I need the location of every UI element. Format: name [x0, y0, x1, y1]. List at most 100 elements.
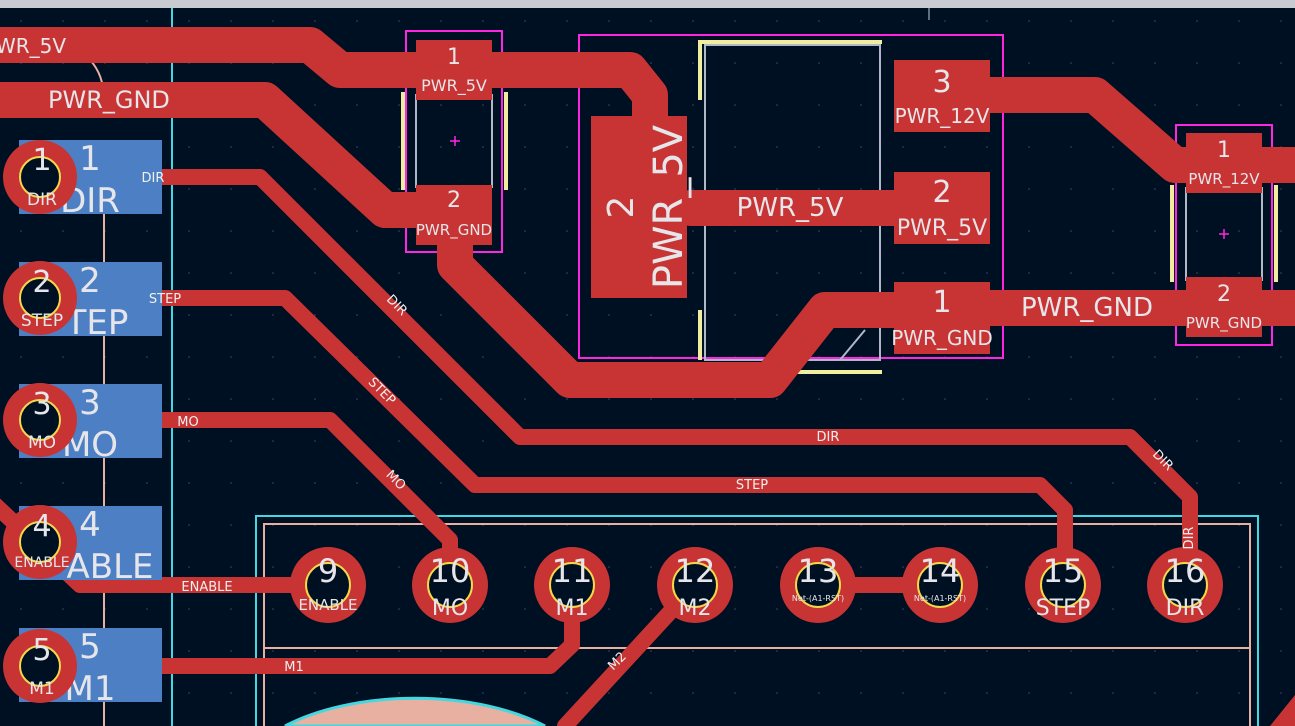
driver-pin-11-num: 11 [552, 552, 593, 590]
connector-pin-4-net: ENABLE [14, 555, 69, 571]
cap-left-pad-1[interactable] [416, 40, 492, 100]
connector-pin-4[interactable] [3, 505, 77, 579]
cap-left-pad-1-net: PWR_5V [421, 76, 487, 96]
driver-pin-9-num: 9 [318, 552, 338, 590]
driver-pin-15[interactable] [1025, 547, 1101, 623]
driver-pin-16-net: DIR [1166, 596, 1205, 621]
driver-pin-15-net: STEP [1036, 596, 1091, 621]
driver-pin-9[interactable] [290, 547, 366, 623]
driver-pin-16[interactable] [1147, 547, 1223, 623]
regulator-fab-chamfer [839, 329, 866, 361]
driver-edge-outline [255, 515, 1259, 726]
trace-step-label-1: STEP [149, 292, 181, 307]
regulator-pin1-num: 1 [932, 285, 951, 320]
connector-pin-5-num: 5 [32, 633, 51, 668]
regulator-pin1-net: PWR_GND [891, 326, 993, 350]
regulator-pin3-net: PWR_12V [895, 104, 990, 128]
driver-pin-14-net: Net-(A1-RST) [914, 594, 966, 603]
cap-left-pad-2-num: 2 [447, 188, 461, 213]
connector-pad-5-num: 5 [79, 627, 101, 667]
board-top-edge [0, 0, 1295, 8]
cap-right-pad-2-net: PWR_GND [1186, 314, 1262, 333]
corner-edge [1270, 695, 1295, 726]
cap-left-silk [401, 92, 508, 190]
trace-mo-label-1: MO [177, 415, 198, 430]
driver-pin-13-num: 13 [798, 552, 839, 590]
driver-pin-10-num: 10 [430, 552, 471, 590]
connector-pad-4-biglabel: ABLE [66, 547, 153, 587]
connector-pad-1-num: 1 [79, 139, 101, 179]
driver-pin-10[interactable] [412, 547, 488, 623]
cap-right-pad-1-num: 1 [1217, 138, 1231, 163]
driver-pin-12-num: 12 [675, 552, 716, 590]
driver-pin-14-num: 14 [920, 552, 961, 590]
regulator-pin3-pad[interactable] [894, 60, 990, 132]
cap-left-pad-1-num: 1 [447, 45, 461, 70]
connector-pin-1-net: DIR [27, 190, 57, 210]
driver-header-pads [290, 547, 1223, 623]
regulator-pin2-num: 2 [932, 175, 951, 210]
connector-pad-4-num: 4 [79, 505, 101, 545]
cap-right-pad-1-net: PWR_12V [1188, 170, 1260, 189]
cap-right-courtyard [1175, 124, 1273, 346]
trace-step-label-3: STEP [736, 478, 768, 493]
cap-right-pad-1[interactable] [1186, 133, 1262, 193]
connector-pin-2[interactable] [3, 261, 77, 335]
cap-anchors [450, 136, 1229, 239]
regulator-tab-pad[interactable] [591, 116, 687, 298]
trace-dir-label-3: DIR [817, 430, 840, 445]
trace-pwr-gnd-loop[interactable] [437, 212, 958, 398]
regulator-pin2-net: PWR_5V [897, 216, 987, 241]
regulator-silk-bottom [698, 310, 882, 374]
trace-dir-label-1: DIR [142, 171, 165, 186]
connector-pin-1[interactable] [3, 140, 77, 214]
connector-pin-4-num: 4 [32, 509, 51, 544]
regulator-tab-net: PWR_5V [646, 124, 692, 289]
connector-pad-3-num: 3 [79, 383, 101, 423]
connector-pin-1-num: 1 [32, 143, 51, 178]
connector-pin-3-net: MO [28, 433, 56, 453]
regulator-pin2-pad[interactable] [894, 172, 990, 244]
connector-pin-2-num: 2 [32, 265, 51, 300]
trace-pwr-gnd-left-label: PWR_GND [48, 86, 170, 114]
driver-pin-14[interactable] [902, 547, 978, 623]
cap-left-pad-2[interactable] [416, 185, 492, 245]
connector-pad-2-num: 2 [79, 261, 101, 301]
trace-m1-label: M1 [284, 660, 304, 675]
cap-right-pad-2-num: 2 [1217, 282, 1231, 307]
regulator-tab-num: 2 [601, 196, 642, 219]
connector-tht-pads [3, 140, 77, 703]
cap-right-pad-2[interactable] [1186, 277, 1262, 337]
cap-right-silk [1170, 185, 1278, 282]
driver-pin-12-net: M2 [679, 596, 712, 621]
trace-dir[interactable] [32, 169, 1198, 588]
connector-pin-3-num: 3 [32, 387, 51, 422]
trace-pwr-gnd-right-label: PWR_GND [1021, 293, 1153, 323]
trace-enable-label: ENABLE [181, 580, 232, 595]
regulator-silk-top [698, 40, 882, 100]
driver-pin-12[interactable] [657, 547, 733, 623]
trace-step[interactable] [32, 290, 1073, 588]
trace-pwr-5v-mid-label: PWR_5V [737, 193, 844, 223]
trace-dir-label-5: DIR [1182, 527, 1197, 550]
driver-pin-9-net: ENABLE [298, 596, 357, 614]
connector-pin-3[interactable] [3, 383, 77, 457]
driver-fab-outline [263, 523, 1251, 726]
driver-pin-11[interactable] [534, 547, 610, 623]
driver-fab-circle [284, 696, 546, 726]
connector-pin-2-net: STEP [21, 311, 63, 331]
driver-pin-10-net: MO [432, 596, 468, 621]
regulator-pin3-num: 3 [932, 65, 951, 100]
driver-pin-13[interactable] [780, 547, 856, 623]
driver-pin-16-num: 16 [1165, 552, 1206, 590]
trace-pwr-5v-top-label: WR_5V [0, 34, 66, 58]
connector-pad-2-biglabel: TEP [65, 303, 129, 343]
regulator-pin1-pad[interactable] [894, 282, 990, 354]
cap-left-pad-2-net: PWR_GND [416, 221, 492, 240]
driver-pin-15-num: 15 [1043, 552, 1084, 590]
connector-pin-5-net: M1 [29, 679, 54, 699]
driver-pin-11-net: M1 [556, 596, 589, 621]
driver-pin-13-net: Net-(A1-RST) [792, 594, 844, 603]
connector-pin-5[interactable] [3, 629, 77, 703]
